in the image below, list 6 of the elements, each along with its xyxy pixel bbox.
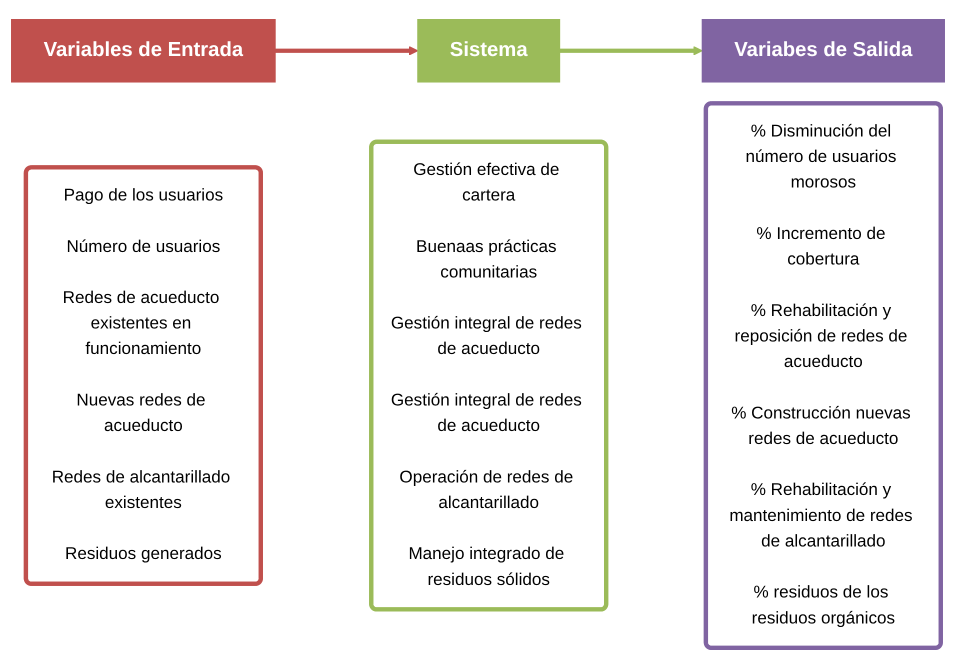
node-box xyxy=(417,18,560,82)
arrow xyxy=(275,46,418,56)
arrow xyxy=(560,46,703,56)
flowchart: Variables de Entrada Pago de los usuarios Número de usuarios Redes de acueducto existentes en funcionamiento Nuevas redes de acueducto Redes de alcantarillado existentes Residuos generados Sistema Gestión efectiva de cartera Buenaas prácticas comunitarias Gestión integral de redes de acueducto Gestión integral de redes de acueducto Operación de redes de alcantarillado Manejo integrado de residuos sólidos Variabes de Salida % Disminución del número de usuarios morosos % Incremento de cobertura % Rehabilitación y reposición de redes de acueducto % Construcción nuevas redes de acueducto % Rehabilitación y mantenimiento de redes de alcantarillado % residuos de los residuos orgánicos xyxy=(3,10,953,656)
node-box xyxy=(11,18,276,82)
node-box xyxy=(702,18,945,82)
